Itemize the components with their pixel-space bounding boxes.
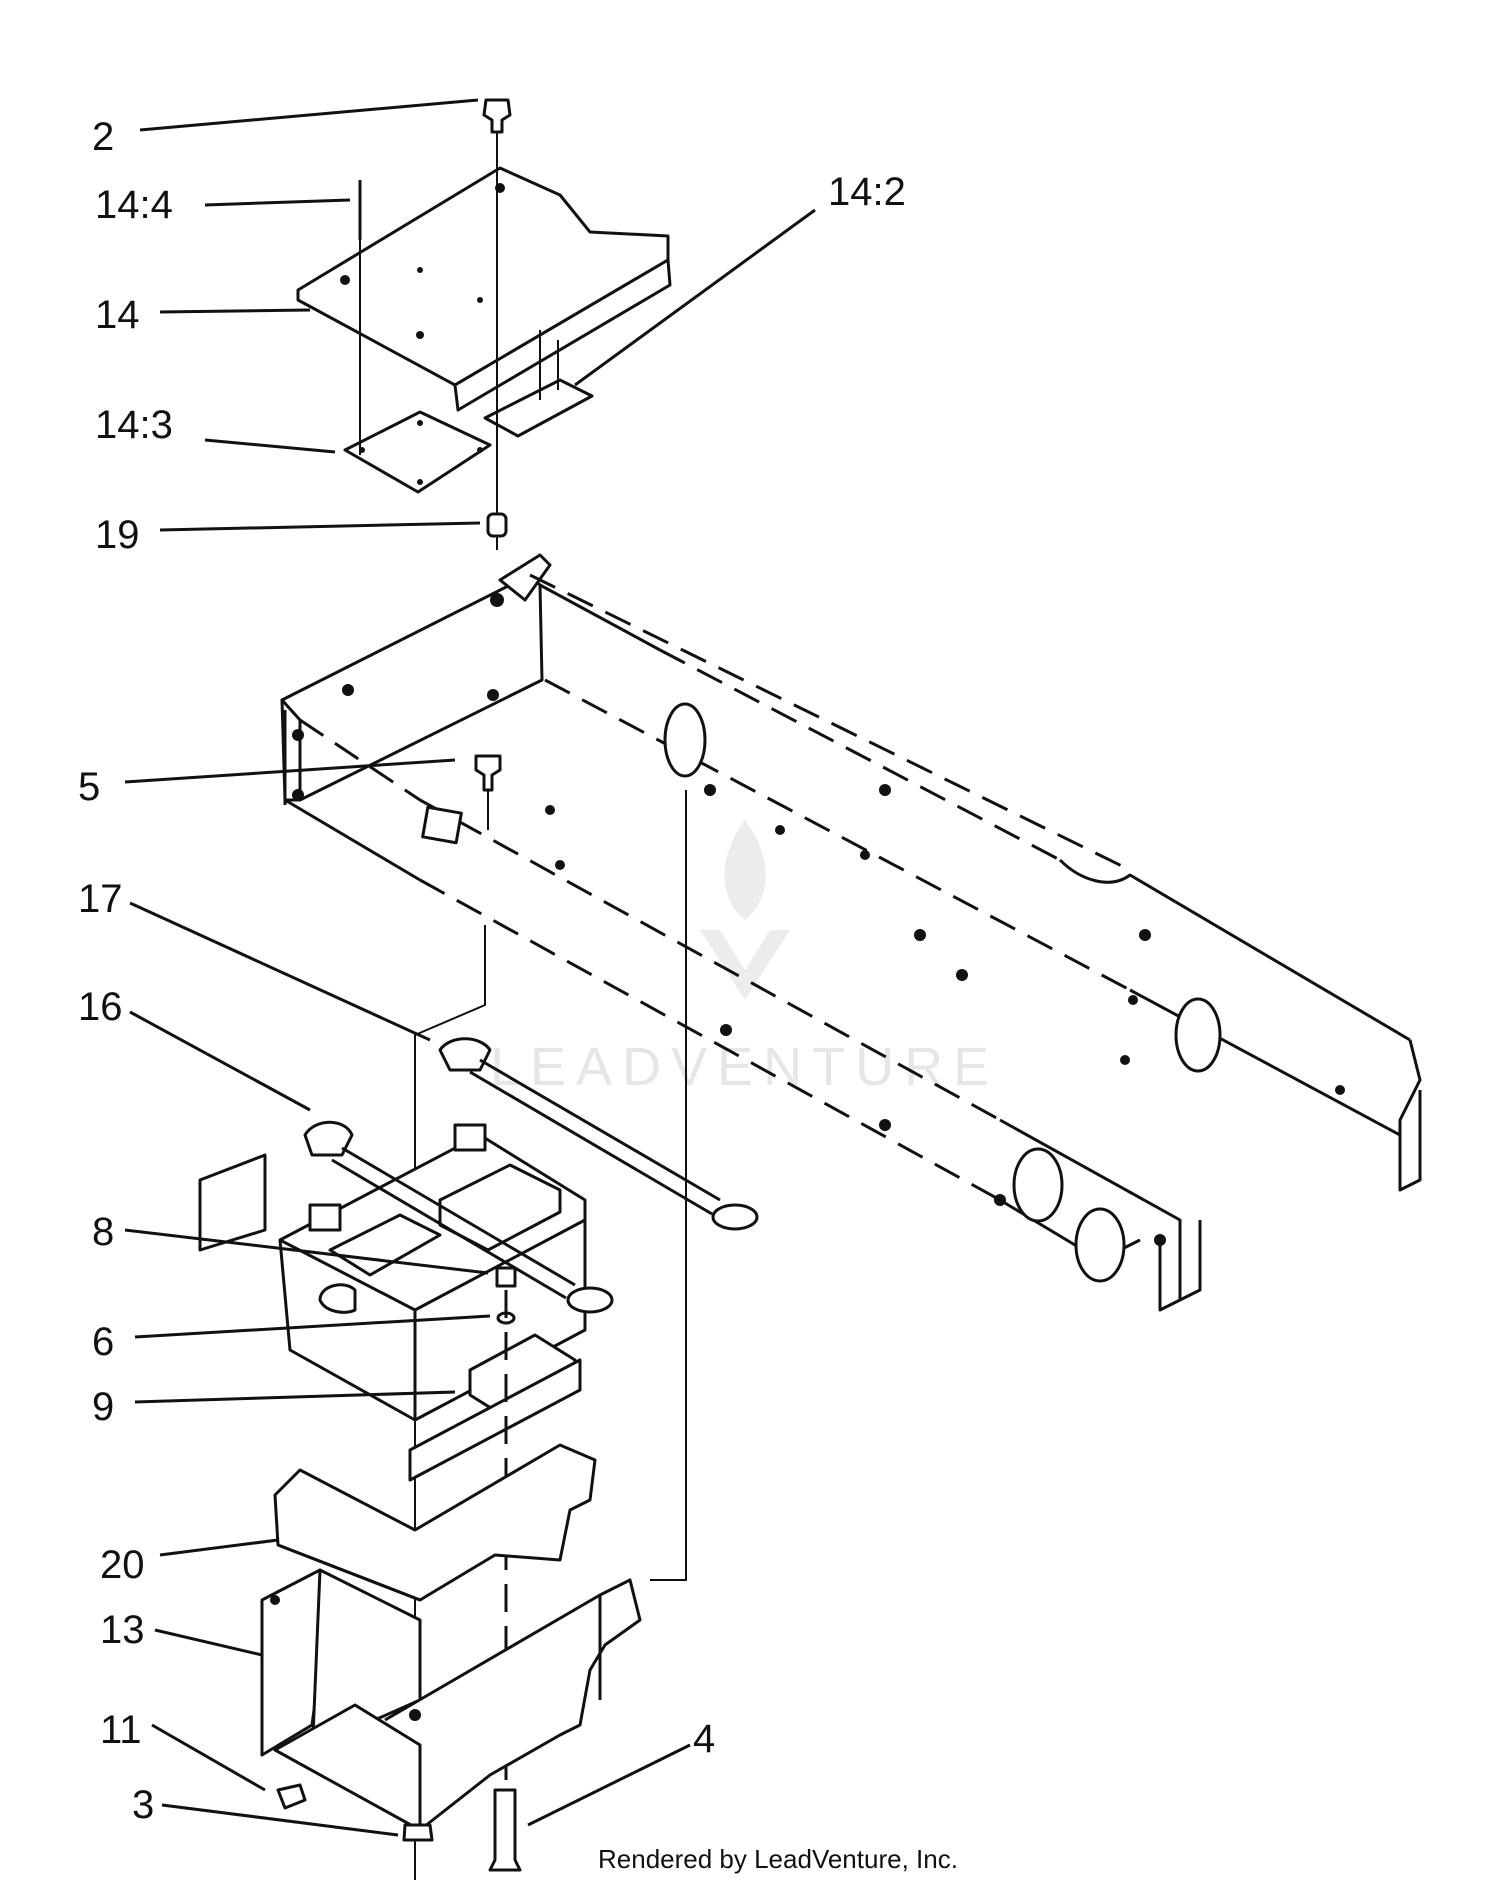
pad-14-3: [343, 410, 492, 494]
part-11-bolt: [276, 1783, 307, 1810]
callout-14-2: 14:2: [828, 170, 906, 214]
callout-8: 8: [92, 1210, 114, 1254]
callout-19: 19: [95, 513, 140, 557]
callout-14: 14: [95, 293, 140, 337]
render-credit: Rendered by LeadVenture, Inc.: [598, 1844, 958, 1874]
callout-20: 20: [100, 1543, 145, 1587]
callout-6: 6: [92, 1320, 114, 1364]
callout-16: 16: [78, 985, 123, 1029]
mounting-plate: [296, 166, 672, 412]
bracket-13: [260, 1568, 642, 1832]
cable-17: [438, 1037, 759, 1231]
part-4-bolt: [488, 1788, 522, 1872]
leader-lines: [124, 98, 816, 1837]
part-5-bolt: [474, 754, 502, 792]
callout-17: 17: [78, 877, 123, 921]
watermark-logo: [700, 820, 790, 1000]
callout-14-3: 14:3: [95, 403, 173, 447]
callout-9: 9: [92, 1385, 114, 1429]
callout-11: 11: [100, 1708, 142, 1752]
pad-14-2: [483, 378, 594, 438]
battery-tray: [273, 1443, 597, 1602]
part-3-nut: [402, 1823, 434, 1842]
hold-down: [408, 1266, 582, 1482]
part-2-fastener: [482, 98, 512, 134]
frame-rails: [280, 553, 1422, 1312]
callout-2: 2: [92, 115, 114, 159]
callout-5: 5: [78, 765, 100, 809]
part-19-spacer: [486, 512, 508, 538]
part-8-nut: [495, 1266, 517, 1288]
cable-16: [303, 1120, 614, 1314]
callout-13: 13: [100, 1608, 145, 1652]
callout-4: 4: [693, 1717, 715, 1761]
callout-3: 3: [132, 1783, 154, 1827]
callout-14-4: 14:4: [95, 183, 173, 227]
watermark-text: LEADVENTURE: [490, 1037, 999, 1097]
